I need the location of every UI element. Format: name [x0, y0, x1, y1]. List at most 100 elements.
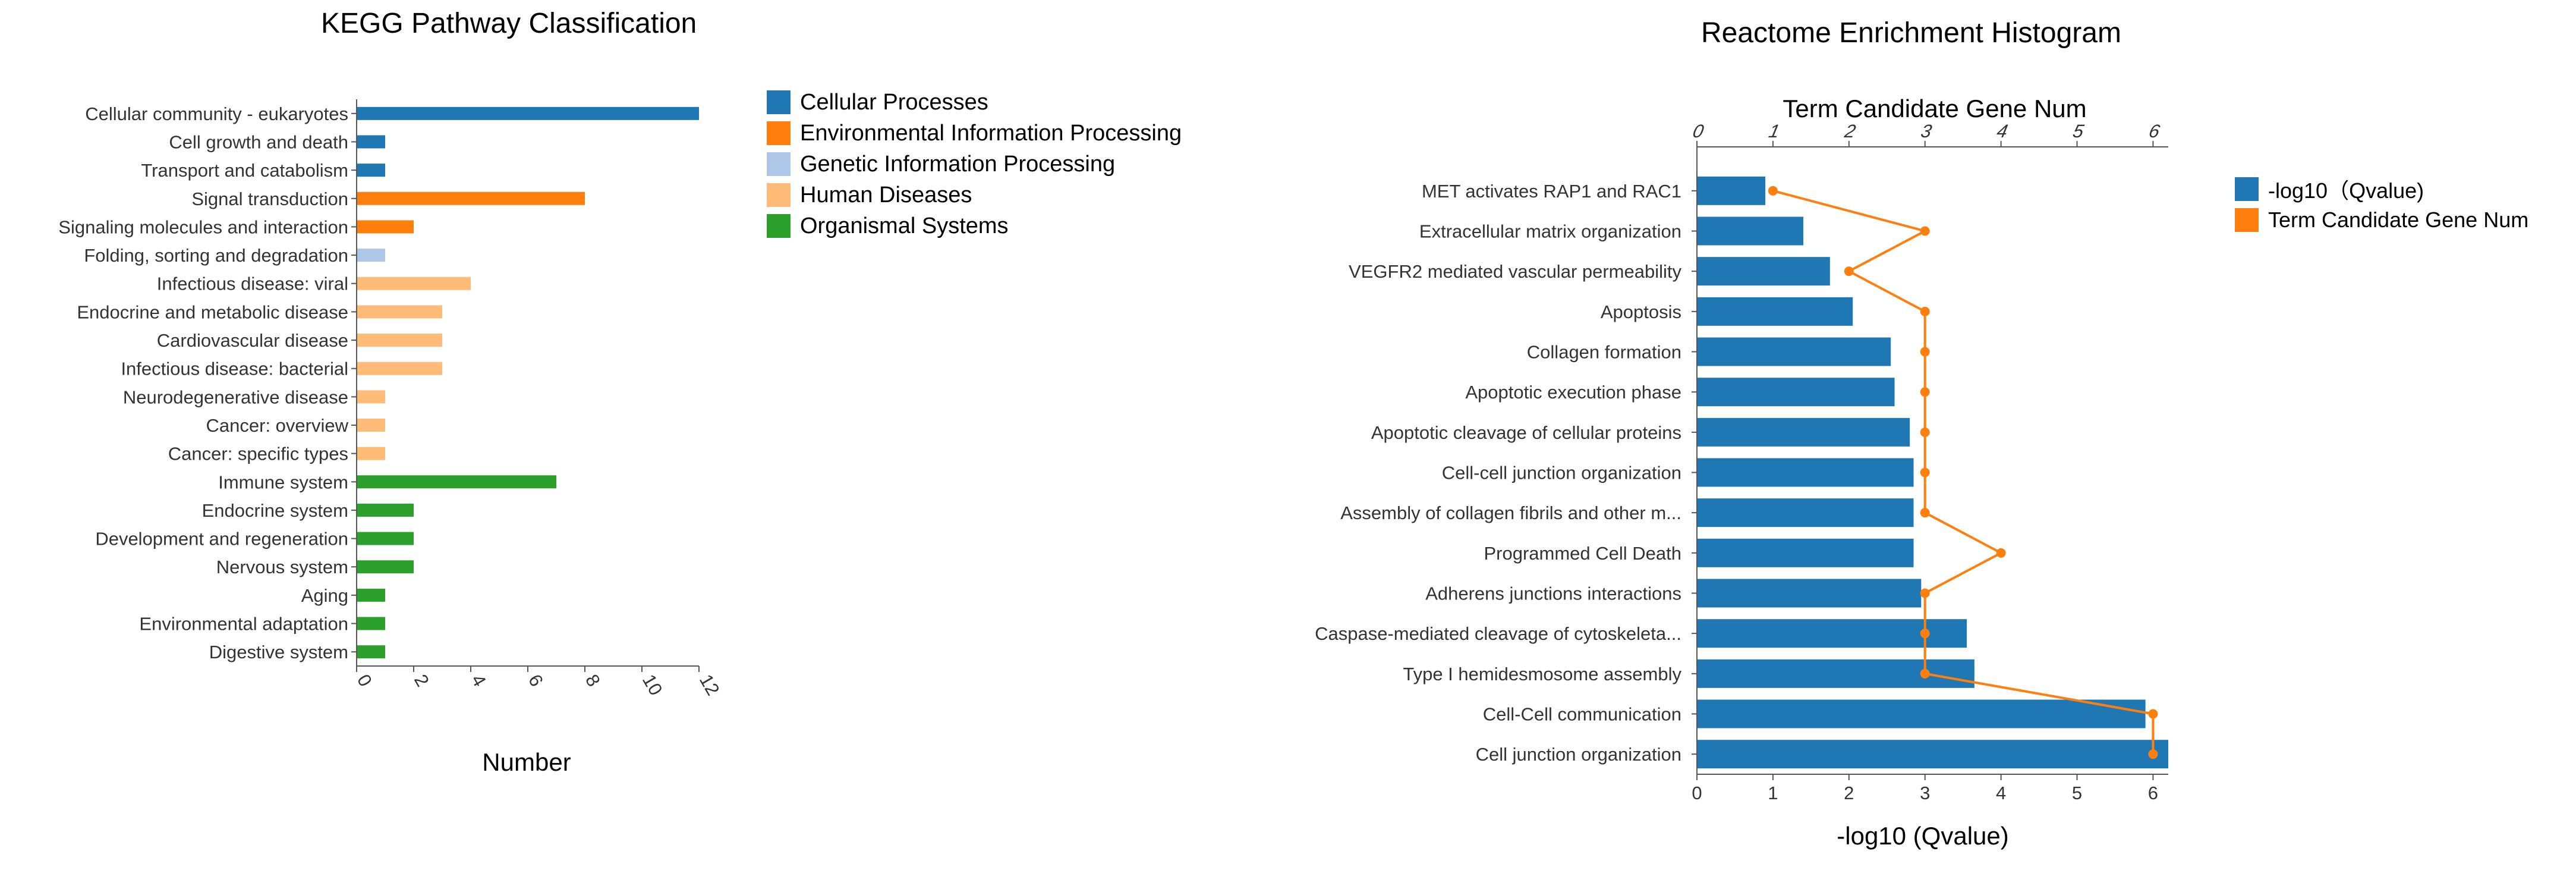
gene-num-point [1920, 629, 1930, 639]
y-tick-label: Nervous system [216, 557, 348, 577]
x-tick-label: 3 [1920, 783, 1930, 803]
gene-num-point [2148, 749, 2158, 759]
x-tick-label: 6 [2148, 783, 2158, 803]
y-tick-label: Apoptotic cleavage of cellular proteins [1371, 422, 1681, 443]
kegg-bar [357, 164, 385, 177]
kegg-legend-item[interactable]: Human Diseases [767, 180, 1182, 211]
y-tick-label: Cardiovascular disease [157, 330, 348, 351]
kegg-bar [357, 362, 442, 375]
legend-label: Human Diseases [800, 182, 972, 208]
reactome-bar [1697, 417, 1910, 447]
kegg-bar [357, 135, 385, 149]
y-tick-label: Infectious disease: viral [157, 274, 348, 294]
y-tick-label: Cell growth and death [169, 131, 348, 152]
legend-label: Genetic Information Processing [800, 151, 1116, 177]
legend-swatch [767, 90, 791, 114]
legend-swatch [2235, 177, 2259, 201]
kegg-bar [357, 475, 556, 489]
gene-num-point [1920, 427, 1930, 437]
legend-swatch [767, 152, 791, 176]
gene-num-point [1768, 186, 1778, 196]
y-tick-label: MET activates RAP1 and RAC1 [1422, 181, 1681, 202]
kegg-bar [357, 191, 585, 205]
kegg-legend: Cellular Processes Environmental Informa… [767, 87, 1182, 241]
x2-tick-label: 3 [1919, 121, 1934, 142]
y-tick-label: Cancer: overview [206, 415, 349, 436]
x-tick-label: 10 [638, 671, 667, 699]
gene-num-point [1920, 387, 1930, 397]
y-tick-label: Infectious disease: bacterial [121, 359, 348, 379]
kegg-bar [357, 220, 414, 234]
x-tick-label: 4 [1996, 783, 2006, 803]
legend-label: Term Candidate Gene Num [2268, 208, 2529, 232]
x2-tick-label: 2 [1843, 121, 1858, 142]
kegg-bar [357, 532, 414, 545]
legend-label: Environmental Information Processing [800, 120, 1182, 146]
y-tick-label: Transport and catabolism [141, 160, 348, 181]
legend-swatch [767, 183, 791, 207]
gene-num-point [1920, 306, 1930, 316]
y-tick-label: Assembly of collagen fibrils and other m… [1340, 502, 1681, 523]
gene-num-point [1920, 467, 1930, 478]
y-tick-label: Apoptotic execution phase [1465, 382, 1681, 403]
reactome-chart-title: Reactome Enrichment Histogram [1701, 17, 2121, 49]
reactome-bar [1697, 458, 1914, 487]
y-tick-label: Immune system [218, 472, 348, 492]
y-tick-label: Signaling molecules and interaction [58, 216, 348, 237]
gene-num-point [1920, 347, 1930, 357]
kegg-bar [357, 645, 385, 659]
gene-num-point [1996, 548, 2006, 558]
reactome-legend-item[interactable]: Term Candidate Gene Num [2235, 205, 2528, 235]
y-tick-label: Adherens junctions interactions [1425, 583, 1681, 604]
kegg-bar [357, 617, 385, 630]
kegg-legend-item[interactable]: Environmental Information Processing [767, 118, 1182, 149]
x2-tick-label: 4 [1995, 121, 2010, 142]
y-tick-label: Endocrine and metabolic disease [77, 301, 348, 322]
y-tick-label: Neurodegenerative disease [123, 387, 348, 407]
y-tick-label: Digestive system [209, 642, 348, 662]
y-tick-label: Cell-cell junction organization [1442, 463, 1681, 483]
gene-num-point [1920, 226, 1930, 236]
y-tick-label: Environmental adaptation [139, 614, 348, 635]
kegg-legend-item[interactable]: Organismal Systems [767, 211, 1182, 241]
reactome-bar [1697, 659, 1974, 688]
x-tick-label: 6 [524, 671, 547, 690]
kegg-bar [357, 560, 414, 574]
y-tick-label: Folding, sorting and degradation [84, 245, 348, 266]
gene-num-point [1844, 266, 1854, 277]
x2-tick-label: 1 [1767, 121, 1782, 142]
reactome-bar [1697, 176, 1766, 205]
reactome-bar [1697, 216, 1804, 246]
x2-tick-label: 0 [1691, 121, 1706, 142]
x-tick-label: 4 [467, 671, 490, 690]
x-tick-label: 2 [410, 671, 433, 690]
kegg-legend-item[interactable]: Genetic Information Processing [767, 149, 1182, 180]
x-tick-label: 1 [1768, 783, 1778, 803]
legend-label: -log10（Qvalue) [2268, 178, 2424, 203]
gene-num-point [1920, 508, 1930, 518]
y-tick-label: Aging [301, 585, 348, 606]
reactome-bar [1697, 337, 1891, 366]
x-tick-label: 5 [2072, 783, 2082, 803]
kegg-bar [357, 503, 414, 517]
kegg-bar [357, 277, 471, 290]
y-tick-label: Apoptosis [1601, 301, 1681, 322]
reactome-legend-item[interactable]: -log10（Qvalue) [2235, 174, 2528, 205]
reactome-bar [1697, 538, 1914, 567]
y-tick-label: Cancer: specific types [168, 444, 348, 464]
kegg-bar [357, 249, 385, 262]
y-tick-label: Cellular community - eukaryotes [85, 103, 348, 124]
kegg-legend-item[interactable]: Cellular Processes [767, 87, 1182, 118]
x-tick-label: 0 [1692, 783, 1702, 803]
kegg-bar [357, 418, 385, 432]
y-tick-label: Collagen formation [1527, 342, 1681, 363]
reactome-bar [1697, 297, 1853, 326]
legend-label: Organismal Systems [800, 213, 1009, 238]
gene-num-point [1920, 588, 1930, 598]
x-axis-title: Number [482, 748, 571, 776]
y-tick-label: Endocrine system [202, 500, 348, 521]
gene-num-point [1920, 668, 1930, 679]
y-tick-label: Development and regeneration [95, 529, 348, 549]
x2-tick-label: 5 [2071, 121, 2086, 142]
